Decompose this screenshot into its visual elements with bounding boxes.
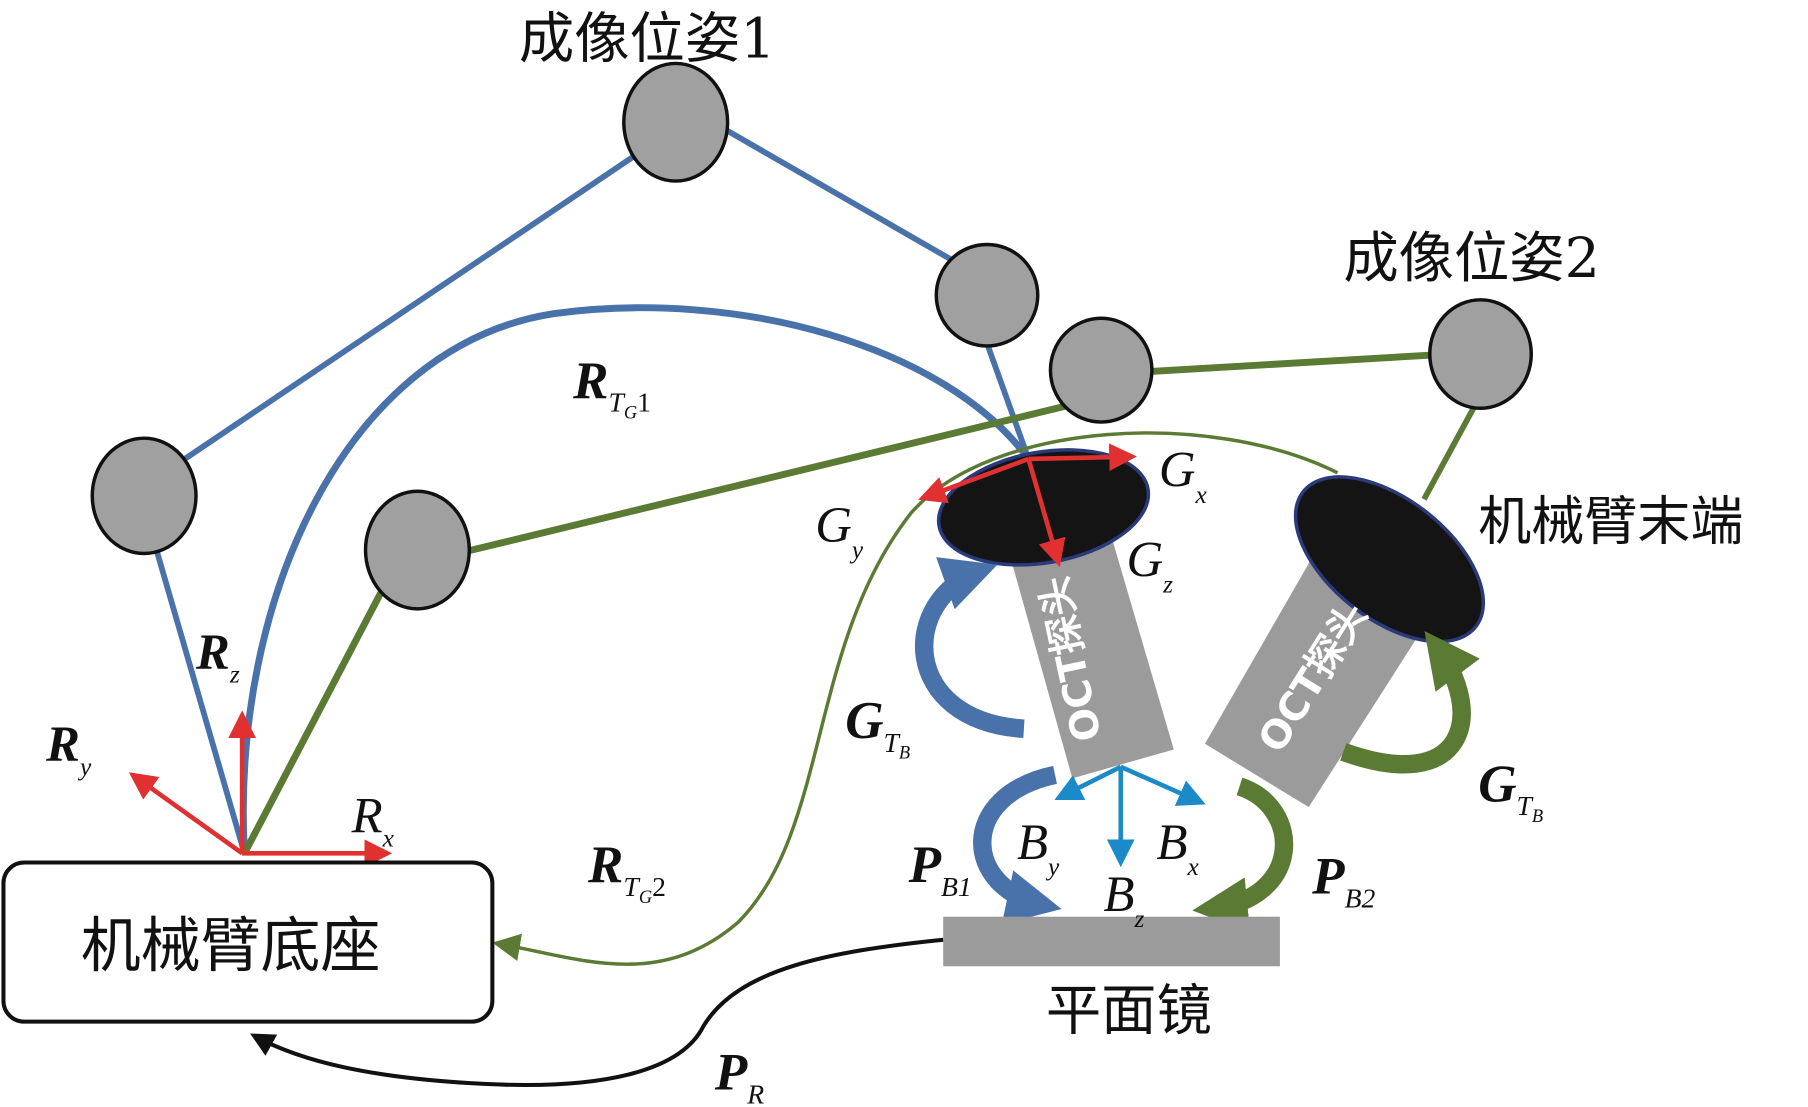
gz-label: Gz [1127, 532, 1174, 599]
gtb-2-rotation-arrow [1340, 630, 1480, 774]
end-effector-label: 机械臂末端 [1478, 491, 1743, 553]
rtg2-transform-curve [492, 431, 1339, 966]
mirror-axes [1054, 764, 1206, 868]
gtb-1-rotation-arrow [915, 557, 1025, 738]
pose2-link-4 [1421, 402, 1479, 501]
pb2-rotation-arrow [1192, 777, 1294, 933]
gy-label: Gy [815, 497, 864, 564]
pose2-joint-3 [1048, 316, 1154, 424]
pose2-link-3 [1152, 351, 1430, 375]
pose2-arm [241, 351, 1479, 855]
pose2-label: 成像位姿2 [1343, 227, 1600, 291]
probe-2-head [1293, 475, 1486, 644]
by-axis-arrow [1054, 764, 1122, 801]
pose2-joint-4 [1428, 298, 1533, 410]
probe-axes [918, 443, 1137, 568]
gy-axis-arrow [918, 456, 1030, 504]
pb1-rotation-arrow [973, 765, 1062, 925]
pose1-arm [141, 124, 1032, 855]
bx-label: Bx [1157, 814, 1200, 881]
ry-label: Ry [45, 716, 92, 781]
pose1-transform-curve [239, 304, 1032, 854]
pose1-label: 成像位姿1 [519, 8, 776, 72]
pose1-link-4 [983, 339, 1032, 460]
pose1-joint-2 [90, 436, 198, 556]
ry-axis-arrow [128, 772, 244, 856]
pb1-label: PB1 [908, 836, 972, 902]
pose2-joint-2 [363, 489, 472, 611]
pr-label: PR [714, 1044, 764, 1107]
pose2-link-2 [466, 402, 1068, 555]
pb2-label: PB2 [1311, 848, 1375, 914]
pose1-link-2 [154, 149, 642, 481]
bx-axis-arrow [1119, 764, 1206, 806]
gz-axis-arrow [1026, 458, 1066, 568]
plane-mirror [943, 916, 1280, 967]
robot-base-box [1, 860, 495, 1024]
pose1-link-3 [719, 124, 959, 266]
oct-probe-1: OCT探头 [936, 448, 1174, 779]
gx-label: Gx [1159, 442, 1208, 509]
gx-axis-arrow [1028, 443, 1137, 471]
rtg1-label: RTG1 [572, 352, 651, 423]
by-label: By [1017, 814, 1060, 881]
pose1-link-1 [141, 506, 248, 855]
rx-label: Rx [351, 788, 395, 853]
pose1-joint-3 [622, 61, 730, 183]
pr-transform-curve [250, 937, 944, 1087]
probe-1-body [1005, 521, 1174, 779]
gtb-2-label: GTB [1478, 755, 1543, 826]
robot-base-label: 机械臂底座 [81, 911, 381, 981]
gtb-1-label: GTB [845, 692, 910, 763]
pose2-link-1 [241, 580, 390, 855]
pose1-joint-4 [934, 242, 1040, 348]
robot-base-axes [128, 710, 393, 868]
rz-label: Rz [195, 624, 240, 689]
mirror-label: 平面镜 [1046, 980, 1212, 1044]
bz-label: Bz [1103, 866, 1144, 933]
rtg2-label: RTG2 [587, 836, 666, 907]
